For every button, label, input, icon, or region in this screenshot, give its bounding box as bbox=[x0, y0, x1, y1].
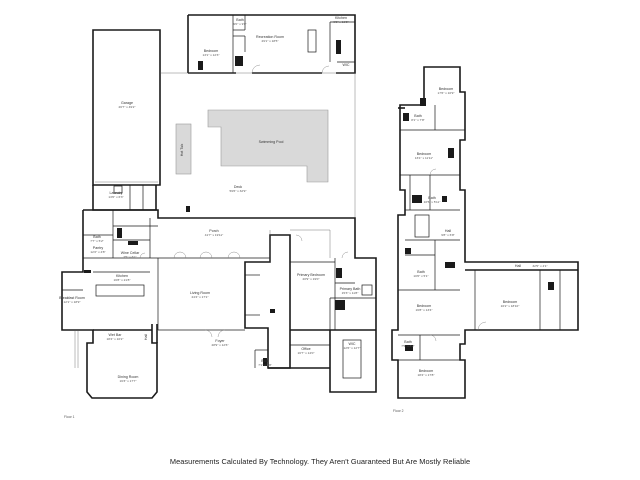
room-name-bath-4: Bath bbox=[404, 340, 411, 344]
room-dim-living-room: 24'4" x 17'1" bbox=[192, 295, 209, 299]
room-name-wic-primary: WIC bbox=[349, 342, 356, 346]
room-dim-bedroom-3: 16'8" x 13'4" bbox=[416, 308, 433, 312]
room-name-swimming-pool: Swimming Pool bbox=[259, 140, 284, 144]
room-dim-bedroom-wing: 16'2" x 18'10" bbox=[501, 304, 520, 308]
room-dim-wine-cellar: 7'5" x 6'1" bbox=[123, 255, 137, 259]
room-dim-primary-bedroom: 20'9" x 19'0" bbox=[303, 277, 320, 281]
room-name-hall-wing: Hall bbox=[515, 264, 521, 268]
room-name-kitchen-top: Kitchen bbox=[335, 16, 347, 20]
room-name-bath-foyer: Bath bbox=[261, 359, 268, 363]
floor-2-walls bbox=[391, 66, 579, 399]
room-dim-bath-small: 7'7" x 5'2" bbox=[90, 239, 104, 243]
room-dim-bedroom-top: 13'1" x 12'3" bbox=[203, 53, 220, 57]
disclaimer-text: Measurements Calculated By Technology. T… bbox=[169, 457, 471, 466]
room-name-living-room: Living Room bbox=[190, 291, 210, 295]
room-dim-porch: 41'7" x 19'11" bbox=[205, 233, 223, 237]
door-swings bbox=[139, 234, 349, 338]
room-name-deck: Deck bbox=[234, 185, 242, 189]
room-name-dining-room: Dining Room bbox=[118, 375, 139, 379]
room-dim-bath-foyer: 7'1" x 4'9" bbox=[258, 363, 272, 367]
room-dim-bedroom-2: 16'1" x 11'11" bbox=[415, 156, 433, 160]
room-name-bedroom-wing: Bedroom bbox=[503, 300, 518, 304]
room-dim-foyer: 28'9" x 12'6" bbox=[212, 343, 229, 347]
floor-1-plan: Bath 9'0" x 9'0" Recreation Room 29'1" x… bbox=[59, 14, 377, 419]
room-name-bath-1: Bath bbox=[414, 114, 421, 118]
recreation-pavilion bbox=[187, 14, 356, 74]
main-house-walls bbox=[61, 209, 377, 399]
room-name-bedroom-1: Bedroom bbox=[439, 87, 454, 91]
room-dim-bath-1: 8'1" x 7'8" bbox=[411, 118, 425, 122]
room-dim-bath-2: 10'5" x 5'11" bbox=[424, 200, 441, 204]
room-dim-bedroom-4: 18'4" x 17'8" bbox=[418, 373, 435, 377]
room-name-breakfast-room: Breakfast Room bbox=[59, 296, 85, 300]
room-name-bath-small: Bath bbox=[93, 235, 100, 239]
room-dim-hall-2: 9'8" x 6'8" bbox=[441, 233, 455, 237]
room-name-bedroom-4: Bedroom bbox=[419, 369, 434, 373]
floor-2-labels: Bedroom 17'6" x 10'9" Bath 8'1" x 7'8" B… bbox=[393, 87, 548, 413]
room-name-recreation-room: Recreation Room bbox=[256, 35, 284, 39]
main-house-partitions bbox=[62, 210, 376, 379]
room-dim-primary-bath: 15'3" x 11'8" bbox=[342, 291, 359, 295]
room-dim-bath-3: 10'6" x 5'1" bbox=[413, 274, 428, 278]
room-dim-bedroom-1: 17'6" x 10'9" bbox=[438, 91, 455, 95]
swimming-pool-shape bbox=[207, 109, 329, 183]
room-dim-deck: 59'6" x 32'9" bbox=[230, 189, 247, 193]
hot-tub-shape bbox=[175, 123, 192, 175]
garage-block bbox=[92, 29, 161, 186]
room-dim-laundry: 13'6" x 6'3" bbox=[108, 195, 123, 199]
room-name-laundry: Laundry bbox=[110, 191, 123, 195]
floor-1-label: Floor 1 bbox=[64, 415, 75, 419]
room-name-garage: Garage bbox=[121, 101, 133, 105]
floor-1-labels: Bath 9'0" x 9'0" Recreation Room 29'1" x… bbox=[59, 16, 360, 419]
room-dim-pantry: 12'2" x 4'8" bbox=[90, 250, 105, 254]
floor-2-plan: Bedroom 17'6" x 10'9" Bath 8'1" x 7'8" B… bbox=[391, 66, 579, 413]
room-name-porch: Porch bbox=[209, 229, 218, 233]
room-dim-kitchen-top: 9'5" x 16'5" bbox=[333, 20, 348, 24]
room-name-kitchen-main: Kitchen bbox=[116, 274, 128, 278]
room-dim-kitchen-main: 16'8" x 21'8" bbox=[114, 278, 131, 282]
room-name-wet-bar: Wet Bar bbox=[109, 333, 123, 337]
room-name-hall: Hall bbox=[144, 334, 148, 340]
room-name-primary-bath: Primary Bath bbox=[340, 287, 361, 291]
room-name-wine-cellar: Wine Cellar bbox=[121, 251, 140, 255]
floor-2-partitions bbox=[397, 98, 561, 361]
room-name-bedroom-top: Bedroom bbox=[204, 49, 219, 53]
room-dim-wic-primary: 12'6" x 12'7" bbox=[344, 346, 361, 350]
room-dim-recreation-room: 29'1" x 18'5" bbox=[262, 39, 279, 43]
room-name-primary-bedroom: Primary Bedroom bbox=[297, 273, 325, 277]
room-name-wic-top: WIC bbox=[343, 63, 350, 67]
room-name-bath-3: Bath bbox=[417, 270, 424, 274]
room-dim-breakfast-room: 12'1" x 18'9" bbox=[64, 300, 81, 304]
floor-2-label: Floor 2 bbox=[393, 409, 404, 413]
room-name-bath-top: Bath bbox=[236, 18, 243, 22]
room-name-foyer: Foyer bbox=[215, 339, 225, 343]
room-dim-dining-room: 16'3" x 17'7" bbox=[120, 379, 137, 383]
room-name-pantry: Pantry bbox=[93, 246, 104, 250]
laundry-block bbox=[92, 185, 157, 211]
room-dim-bath-top: 9'0" x 9'0" bbox=[233, 22, 247, 26]
room-dim-office: 16'7" x 14'0" bbox=[298, 351, 315, 355]
room-dim-bath-4: 7'5" x 8'2" bbox=[401, 344, 415, 348]
room-dim-garage: 26'7" x 49'2" bbox=[119, 105, 136, 109]
room-name-bedroom-3: Bedroom bbox=[417, 304, 432, 308]
room-name-bedroom-2: Bedroom bbox=[417, 152, 432, 156]
room-dim-wet-bar: 18'4" x 10'2" bbox=[107, 337, 124, 341]
room-name-hot-tub: Hot Tub bbox=[180, 144, 184, 157]
room-name-office: Office bbox=[301, 347, 310, 351]
room-name-hall-2: Hall bbox=[445, 229, 451, 233]
room-dim-hall-wing: 32'5" x 4'1" bbox=[532, 264, 547, 268]
room-name-bath-2: Bath bbox=[428, 196, 435, 200]
